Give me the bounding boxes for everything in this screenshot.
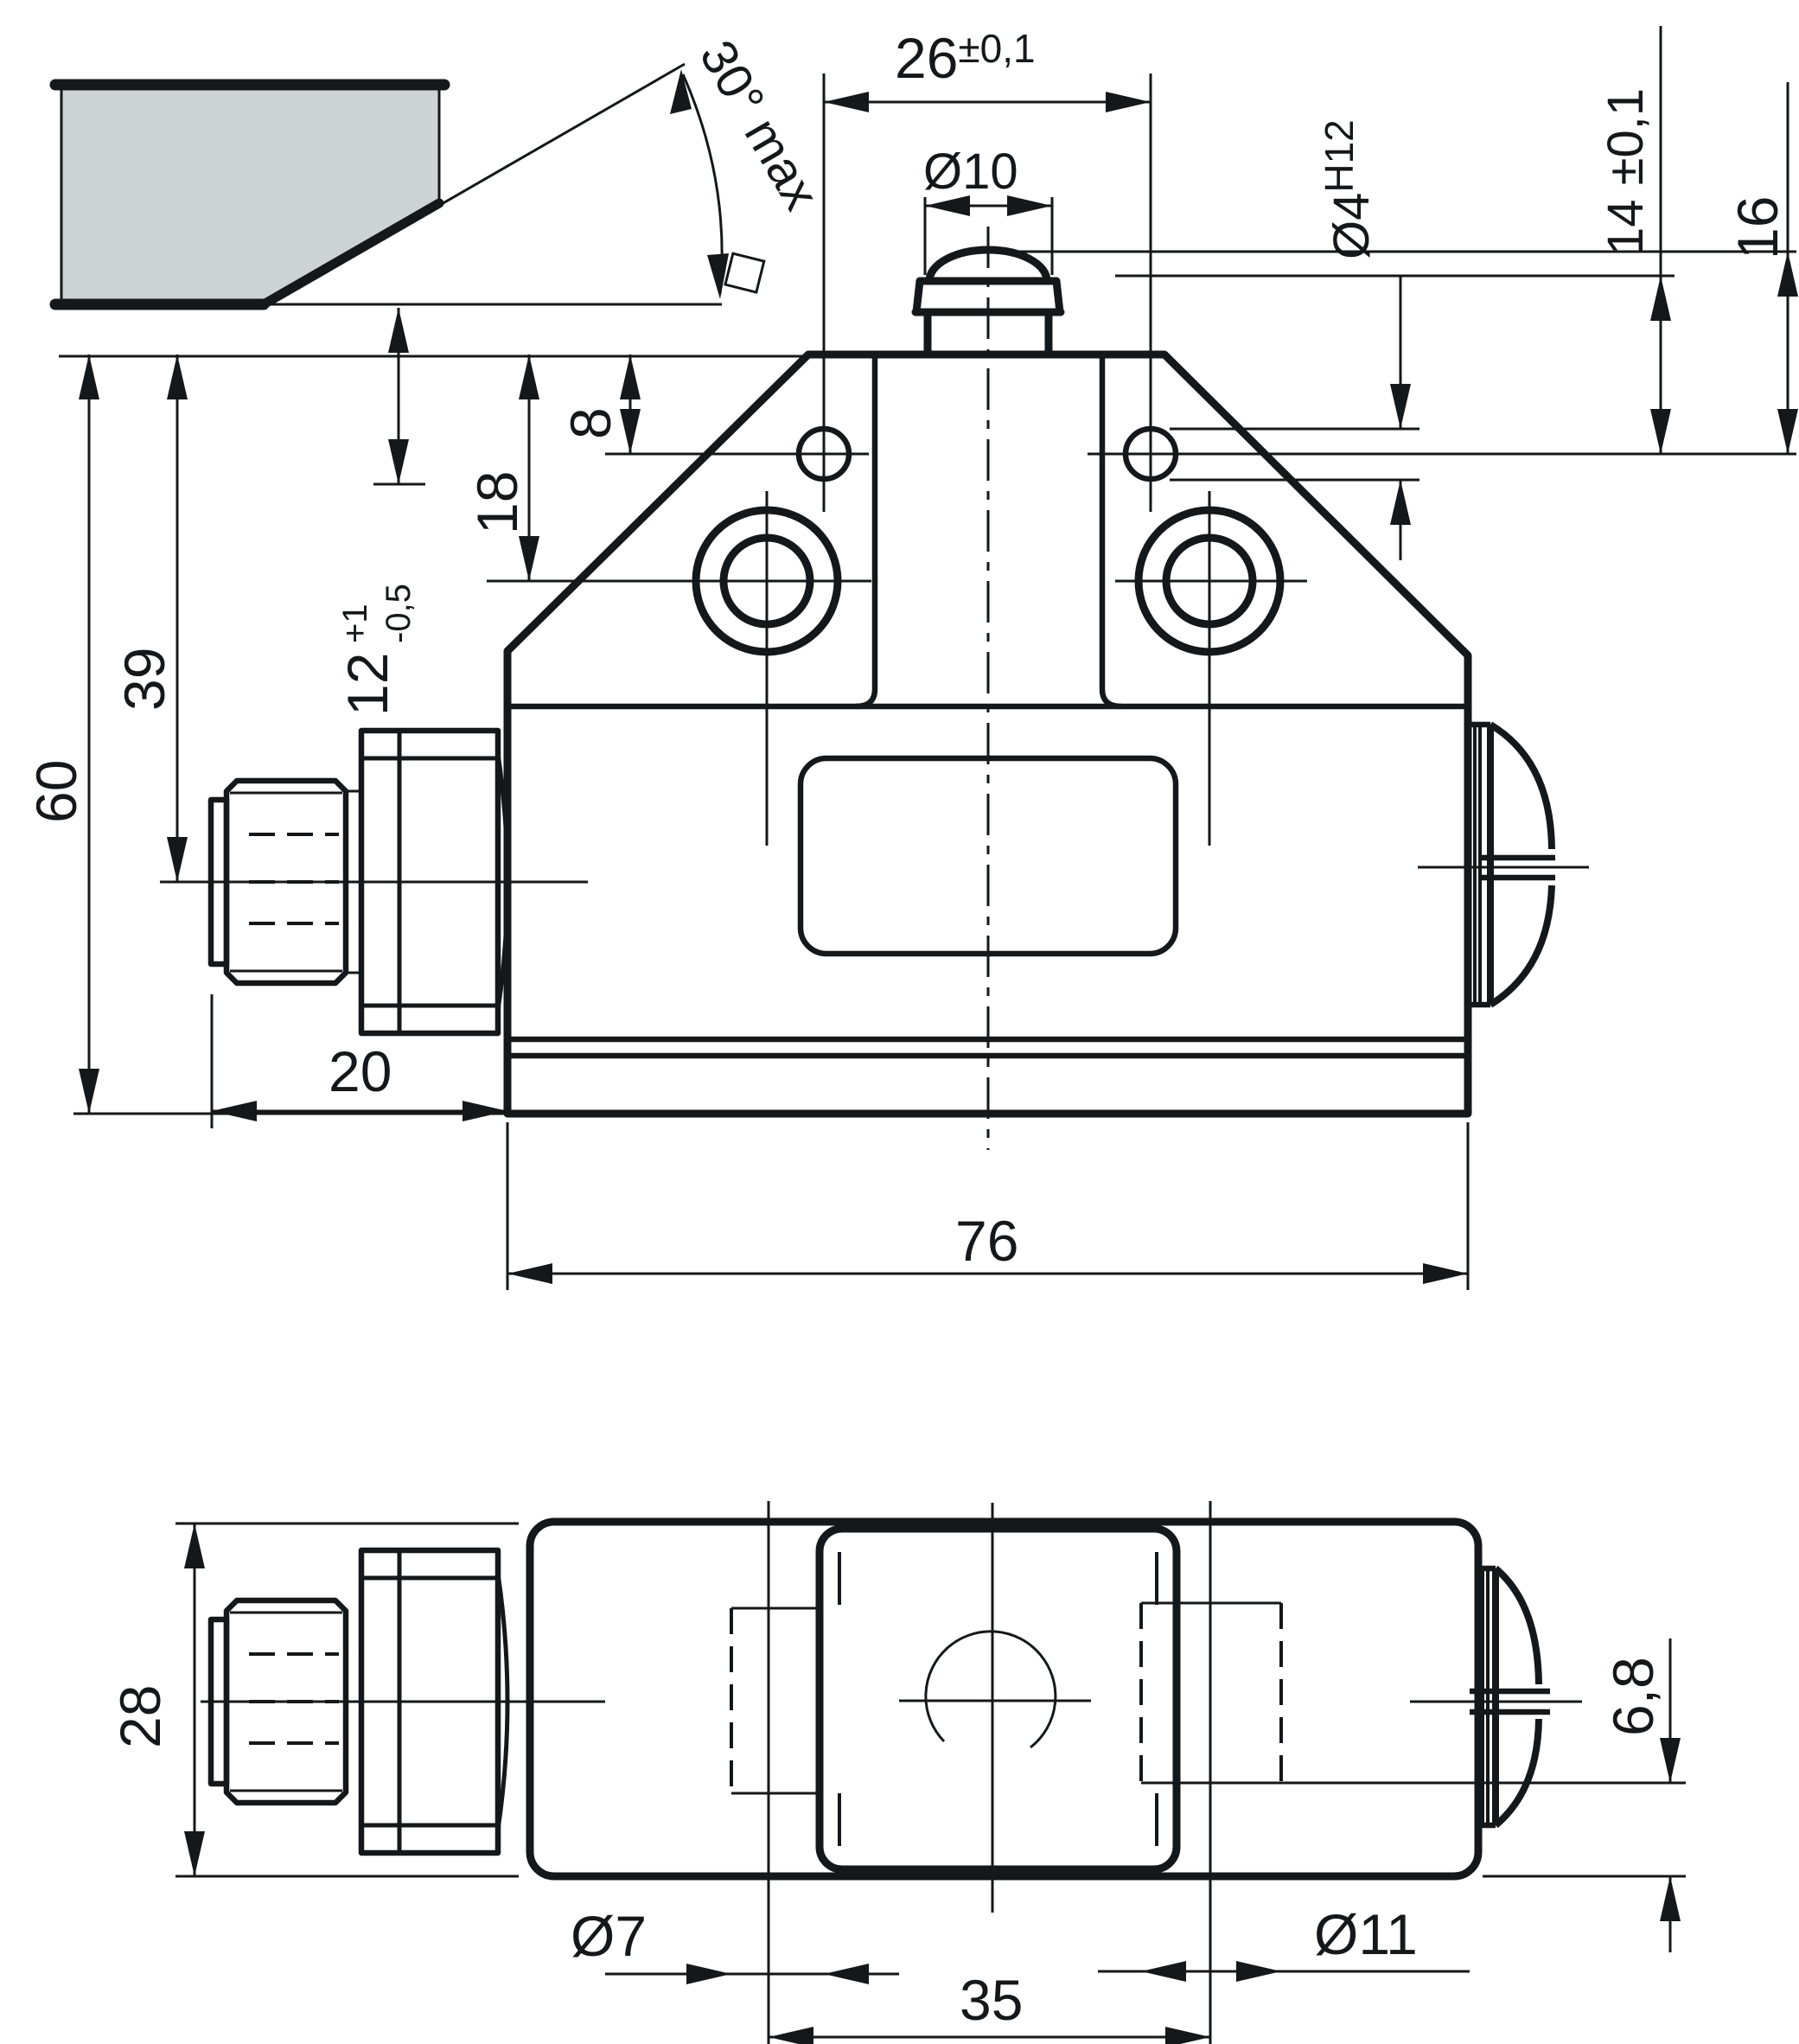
dim-11-arrow-left <box>1141 1961 1186 1982</box>
dim-18-label: 18 <box>465 471 529 534</box>
dim-16-label: 16 <box>1726 196 1789 259</box>
dim-8-arrow-bottom <box>620 409 641 454</box>
dim-20-label: 20 <box>329 1039 392 1103</box>
dim-7-arrow-right <box>824 1964 869 1984</box>
dim-76-arrow-left <box>507 1263 552 1284</box>
dim-35-arrow-right <box>1165 2027 1210 2044</box>
housing-outline <box>503 350 1472 1118</box>
dim-26-arrow-right <box>1106 92 1151 112</box>
plunger-collar-left <box>912 277 924 316</box>
dim-16-arrow-top <box>1777 252 1798 297</box>
dim-60-label: 60 <box>24 760 88 823</box>
end-cap-side-view <box>1418 721 1589 1008</box>
cap-plan-arc-upper <box>1493 1565 1542 1685</box>
dim-8-label: 8 <box>558 407 622 439</box>
angle-30-annotation <box>264 62 766 306</box>
dim-10-arrow-left <box>925 195 970 216</box>
column-left-edge <box>855 355 878 710</box>
dim-68-label: 6,8 <box>1601 1657 1665 1736</box>
dim-60-arrow-top <box>79 355 99 399</box>
bottom-dimensions: 28 Ø7 35 Ø11 6,8 <box>108 1501 1686 2044</box>
dim-11-label: Ø11 <box>1314 1902 1418 1966</box>
column-right-edge <box>1099 355 1122 710</box>
plunger-collar-right <box>1052 277 1064 316</box>
bottom-view <box>201 1503 1686 1913</box>
dim-8-arrow-top <box>620 355 641 399</box>
dim-39-label: 39 <box>112 648 176 711</box>
cam-chamfer-30deg <box>258 198 444 310</box>
connector-nut-plan <box>358 1547 501 1856</box>
dim-76-label: 76 <box>955 1209 1018 1273</box>
dim-7-arrow-left <box>686 1964 731 1984</box>
square-actuator-symbol <box>724 252 766 294</box>
dim-39-arrow-top <box>167 355 188 399</box>
dim-18-arrow-bottom <box>519 536 539 581</box>
dim-30-label: 30° max <box>689 31 830 219</box>
dim-20-arrow-right <box>463 1101 507 1121</box>
angle-slant-line <box>276 62 686 301</box>
dim-4-arrow-up <box>1390 480 1411 525</box>
arc-arrow-bottom <box>707 253 729 299</box>
dim-28-arrow-bottom <box>184 1831 205 1876</box>
cap-plan-arc-lower <box>1493 1718 1542 1829</box>
dim-10-arrow-right <box>1007 195 1052 216</box>
dim-35-arrow-left <box>769 2027 813 2044</box>
nut-plan-bulge-arc <box>495 1573 510 1830</box>
dim-12-arrow-bottom <box>388 439 409 484</box>
dim-20-arrow-left <box>212 1101 257 1121</box>
center-hole-circle <box>924 1630 1057 1749</box>
dim-10-label: Ø10 <box>923 144 1018 200</box>
dim-4-label: Ø4H12 <box>1317 119 1380 259</box>
cap-arc-lower <box>1488 885 1555 1008</box>
dim-11-arrow-right <box>1236 1961 1281 1982</box>
dim-18-arrow-top <box>519 355 539 399</box>
center-block-outline <box>815 1524 1181 1874</box>
connector-knurl-plan <box>223 1597 349 1806</box>
dim-7-label: Ø7 <box>571 1904 647 1968</box>
body-plan-outline <box>526 1517 1483 1881</box>
dim-39-arrow-bottom <box>167 837 188 882</box>
actuating-cam <box>49 79 450 310</box>
connector-knurl <box>223 777 349 987</box>
arc-arrow-top <box>670 69 692 114</box>
dim-35-label: 35 <box>960 1968 1023 2032</box>
connector-plan-view <box>207 1547 510 1856</box>
dim-76-arrow-right <box>1423 1263 1468 1284</box>
dim-26-label: 26±0,1 <box>895 26 1036 90</box>
dim-60-arrow-bottom <box>79 1069 99 1114</box>
cap-arc-upper <box>1488 721 1555 850</box>
dim-26-arrow-left <box>824 92 869 112</box>
dim-12-label: 12+1-0,5 <box>335 584 418 716</box>
dim-4-arrow-down <box>1390 384 1411 429</box>
end-cap-plan-view <box>1410 1565 1582 1829</box>
dim-14-label: 14 ±0,1 <box>1598 88 1654 255</box>
dim-14-arrow-bottom <box>1650 409 1671 454</box>
dim-68-arrow-down <box>1660 1738 1681 1783</box>
connector-side-view <box>160 727 588 1037</box>
housing-side-view <box>59 73 1796 1150</box>
dim-14-arrow-top <box>1650 276 1671 321</box>
dim-12-arrow-top <box>388 308 409 353</box>
dim-68-arrow-up <box>1660 1876 1681 1921</box>
dim-28-arrow-top <box>184 1523 205 1568</box>
dim-28-label: 28 <box>108 1685 172 1748</box>
dim-16-arrow-bottom <box>1777 409 1798 454</box>
cam-body <box>60 83 441 306</box>
